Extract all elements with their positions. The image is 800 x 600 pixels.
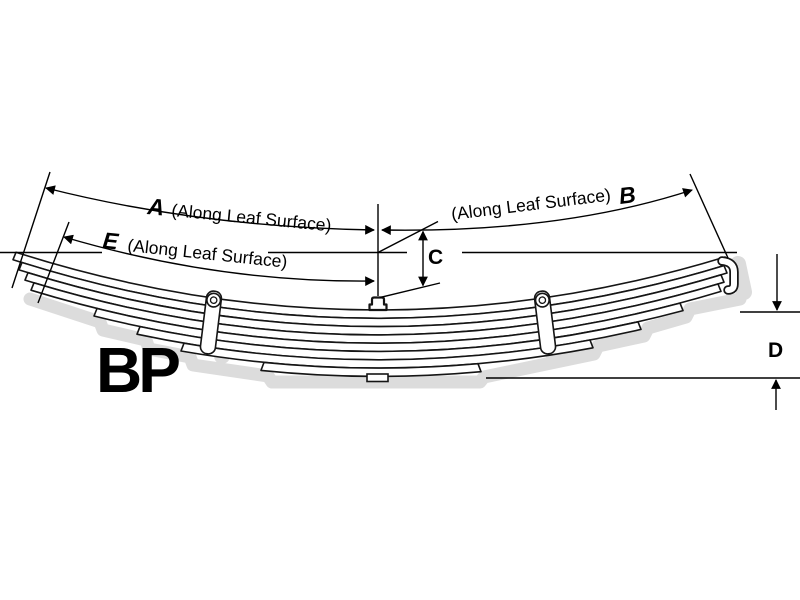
dim-a-label: A: [146, 193, 166, 221]
dim-c-label: C: [428, 246, 443, 269]
dim-c-leader-bottom: [379, 282, 441, 299]
dim-b-label: B: [617, 181, 637, 209]
dim-e-note: (Along Leaf Surface): [127, 235, 289, 272]
dim-b-arc: [381, 188, 693, 236]
dim-c-leader-top: [377, 220, 439, 254]
dim-a-arc: [45, 185, 375, 235]
dim-b-note: (Along Leaf Surface): [450, 185, 612, 224]
dim-b-extension-line: [689, 173, 729, 259]
center-bolt: [368, 296, 388, 312]
spring-clip-left: [199, 290, 223, 355]
dim-a-note: (Along Leaf Surface): [171, 200, 333, 235]
spring-clip-right: [533, 290, 557, 355]
hook-end: [717, 256, 739, 295]
dim-a-extension-line: [11, 171, 51, 289]
dimension-lines: [0, 171, 800, 410]
watermark-text: BP: [96, 334, 179, 406]
dim-d-label: D: [768, 339, 783, 362]
dim-e-label: E: [101, 227, 120, 255]
bottom-plate-tab: [366, 373, 389, 383]
shadow-hook: [730, 256, 752, 300]
leaf: [260, 361, 482, 378]
dim-e-arc: [63, 234, 375, 287]
